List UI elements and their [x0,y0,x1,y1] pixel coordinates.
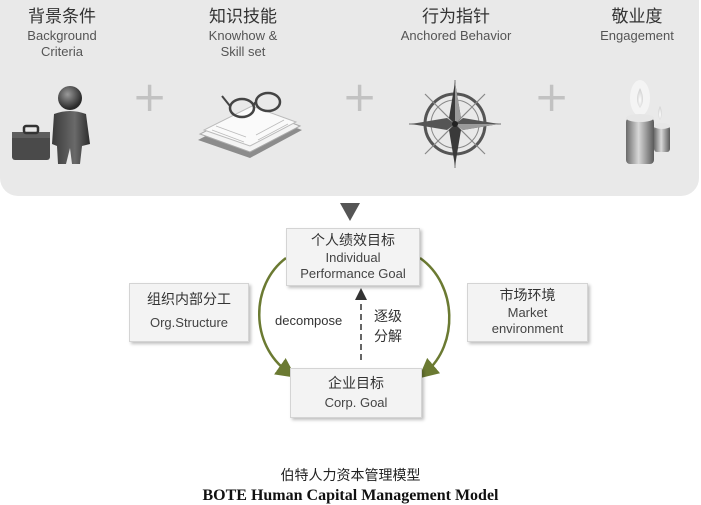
left-curve-arrow [258,257,297,378]
factor-engagement: 敬业度 Engagement [582,6,692,44]
compass-rose-icon [409,80,501,168]
factor-background: 背景条件 Background Criteria [6,6,118,60]
org-structure-box: 组织内部分工 Org.Structure [129,283,249,342]
corp-goal-zh: 企业目标 [328,376,384,392]
factor-behavior-en1: Anchored Behavior [400,28,512,43]
decompose-label: decompose [275,313,343,328]
individual-goal-en1: Individual [325,250,381,265]
plus-sign-1: + [132,72,168,121]
market-environment-en2: environment [491,321,564,336]
org-structure-zh: 组织内部分工 [147,292,231,308]
right-curve-arrow [418,256,451,379]
businessman-briefcase-icon [12,86,90,164]
market-environment-en1: Market [507,305,548,320]
individual-goal-en2: Performance Goal [300,266,406,281]
caption-zh: 伯特人力资本管理模型 [280,468,421,484]
decompose-zh-line1: 逐级 [374,309,402,325]
factor-behavior-zh: 行为指针 [422,7,490,27]
factors-band [0,0,699,196]
candles-icon [626,80,670,164]
factor-knowhow-en2: Skill set [220,44,266,59]
individual-goal-zh: 个人绩效目标 [311,233,395,249]
plus-sign-3: + [534,72,570,121]
factor-engagement-en1: Engagement [600,28,674,43]
market-environment-zh: 市场环境 [499,288,556,304]
factor-knowhow-en1: Knowhow & [208,28,278,43]
market-environment-box: 市场环境 Market environment [467,283,588,342]
corp-goal-box: 企业目标 Corp. Goal [290,368,422,418]
down-arrow [340,203,360,221]
individual-performance-goal-box: 个人绩效目标 Individual Performance Goal [286,228,420,286]
factor-behavior: 行为指针 Anchored Behavior [380,6,532,44]
decompose-zh-label: 逐级 分解 [374,307,402,347]
corp-goal-en: Corp. Goal [324,395,388,410]
factor-background-zh: 背景条件 [28,7,96,27]
org-structure-en: Org.Structure [149,315,229,330]
factor-engagement-zh: 敬业度 [611,7,663,27]
decompose-zh-line2: 分解 [374,329,402,345]
caption-en: BOTE Human Capital Management Model [202,487,499,504]
factor-knowhow: 知识技能 Knowhow & Skill set [178,6,308,60]
plus-sign-2: + [342,72,378,121]
factor-background-en2: Criteria [41,44,83,59]
factor-background-en1: Background [27,28,97,43]
book-glasses-icon [198,91,302,158]
factor-knowhow-zh: 知识技能 [209,7,277,27]
